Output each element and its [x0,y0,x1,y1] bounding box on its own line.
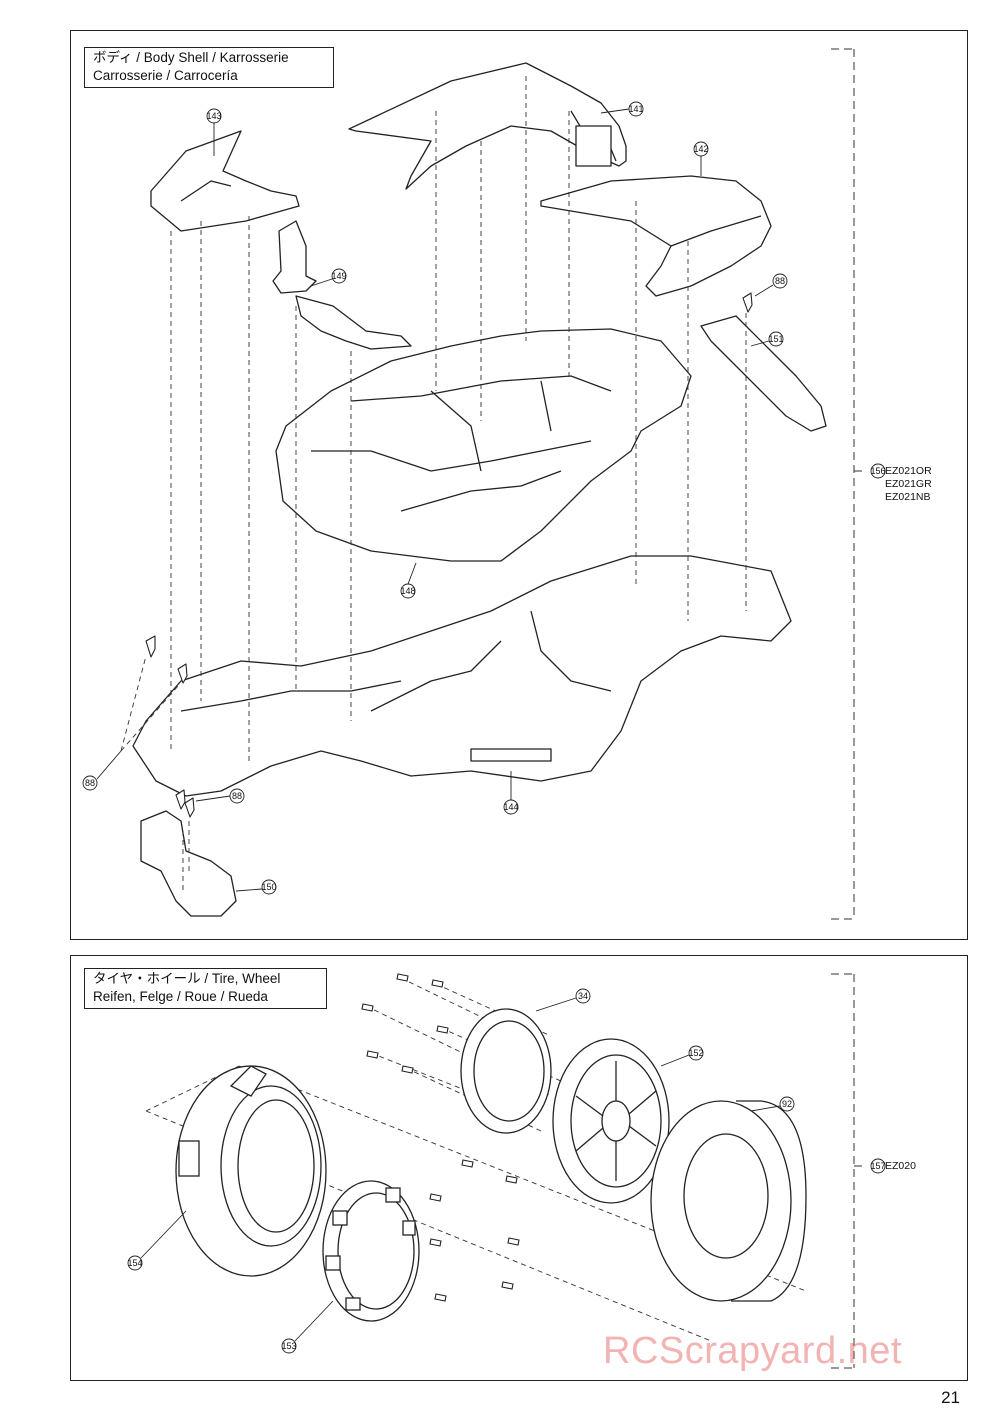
wheel-kit-code: EZ020 [885,1160,916,1172]
callout-88-left: 88 [82,750,122,791]
rear-bumper-part [272,220,317,294]
wheel-screw-group [361,973,520,1302]
body-kit-codes: EZ021OR EZ021GR EZ021NB [885,465,932,504]
callout-142: 142 [693,141,709,176]
svg-text:141: 141 [628,104,643,114]
svg-text:143: 143 [206,111,221,121]
tire-wheel-exploded-diagram: 34 152 92 154 153 157 [127,973,886,1369]
callout-144: 144 [503,771,519,815]
wheel-title-line1: タイヤ・ホイール / Tire, Wheel [93,971,281,986]
main-body-shell-part [275,328,692,562]
callout-88-bottom: 88 [195,788,245,804]
svg-text:157: 157 [870,1161,885,1171]
lower-bumper-part [140,810,237,917]
callout-34: 34 [535,988,591,1012]
body-mount-part [700,315,827,432]
svg-text:154: 154 [127,1258,142,1268]
tire-wheel-title: タイヤ・ホイール / Tire, Wheel Reifen, Felge / R… [84,968,327,1009]
body-shell-title: ボディ / Body Shell / Karrosserie Carrosser… [84,47,334,88]
assembly-bracket [831,48,866,920]
callout-151: 151 [750,331,784,347]
wheel-rim-part [552,1038,670,1204]
svg-text:148: 148 [400,586,415,596]
alignment-lines [120,76,747,891]
svg-text:142: 142 [693,144,708,154]
callout-92: 92 [750,1096,795,1112]
svg-text:34: 34 [578,991,588,1001]
svg-text:88: 88 [85,778,95,788]
front-wing-part [150,130,300,232]
callout-152: 152 [660,1045,704,1067]
callout-150: 150 [235,879,277,895]
svg-text:144: 144 [503,802,518,812]
tire-part [175,1065,327,1277]
svg-text:151: 151 [768,334,783,344]
kit-code-nb: EZ021NB [885,491,931,503]
tire-wheel-panel: タイヤ・ホイール / Tire, Wheel Reifen, Felge / R… [70,955,968,1381]
inner-beadlock-part [322,1180,420,1322]
svg-text:149: 149 [331,271,346,281]
screw-group [145,292,753,818]
svg-text:153: 153 [281,1341,296,1351]
callout-141: 141 [600,101,644,117]
callout-154: 154 [127,1210,187,1271]
callout-157: 157 [870,1158,886,1174]
body-title-line1: ボディ / Body Shell / Karrosserie [93,50,289,65]
callout-143: 143 [206,108,222,156]
wheel-assembly-bracket [831,973,866,1369]
callout-156: 156 [870,463,886,479]
body-shell-panel: ボディ / Body Shell / Karrosserie Carrosser… [70,30,968,940]
svg-text:92: 92 [782,1099,792,1109]
wheel-title-line2: Reifen, Felge / Roue / Rueda [93,989,268,1004]
callout-153: 153 [281,1300,334,1354]
callout-148: 148 [400,562,417,599]
callout-149: 149 [310,268,347,287]
watermark: RCScrapyard.net [603,1330,902,1372]
svg-text:88: 88 [775,276,785,286]
body-title-line2: Carrosserie / Carrocería [93,68,238,83]
chassis-tub-part [132,555,792,797]
kit-code-or: EZ021OR [885,465,932,477]
page-number: 21 [941,1388,960,1407]
svg-text:156: 156 [870,466,885,476]
beadlock-ring-part [460,1008,552,1134]
svg-text:88: 88 [232,791,242,801]
callout-88-top: 88 [754,273,788,297]
kit-code-gr: EZ021GR [885,478,932,490]
svg-text:152: 152 [688,1048,703,1058]
side-cover-part [540,175,772,297]
body-shell-exploded-diagram: 143 141 142 149 88 151 148 88 144 88 150… [82,48,886,920]
foam-insert-part [650,1100,807,1302]
svg-text:150: 150 [261,882,276,892]
